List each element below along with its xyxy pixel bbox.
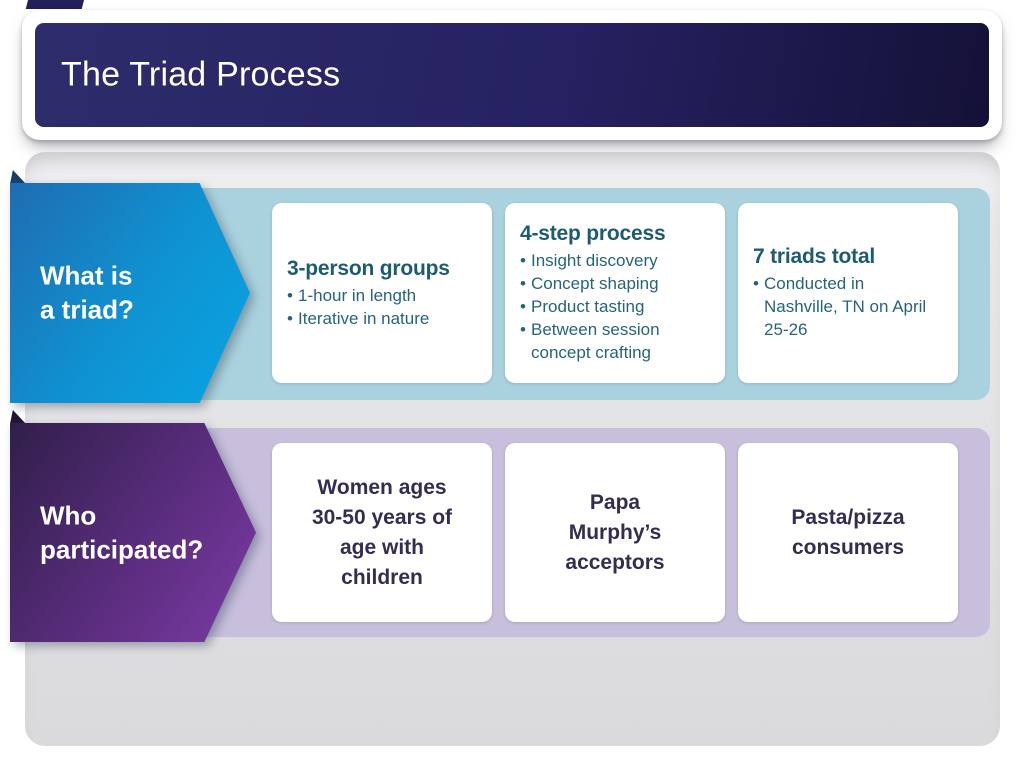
row2-arrow: Who participated? [10, 423, 256, 642]
card-text: Papa Murphy’s acceptors [565, 490, 665, 574]
bullet-item: Product tasting [520, 295, 715, 318]
card-text: Women ages 30-50 years of age with child… [311, 475, 453, 589]
row1-ribbon-fold [10, 170, 26, 184]
row1-arrow-shape: What is a triad? [10, 183, 250, 403]
card-7-triads-total: 7 triads total Conducted in Nashville, T… [738, 203, 958, 383]
card-heading: 3-person groups [287, 256, 450, 280]
slide-title: The Triad Process [61, 55, 341, 94]
slide-title-frame: The Triad Process [22, 10, 1002, 140]
row2-label: Who participated? [40, 500, 204, 565]
card-papa-murphys: Papa Murphy’s acceptors [505, 443, 725, 622]
row2-ribbon-fold [10, 410, 26, 424]
card-3-person-groups: 3-person groups 1-hour in length Iterati… [272, 203, 492, 383]
card-pasta-pizza: Pasta/pizza consumers [738, 443, 958, 622]
card-bullet-list: Conducted in Nashville, TN on April 25-2… [753, 272, 948, 341]
bullet-item: Concept shaping [520, 272, 715, 295]
card-bullet-list: Insight discovery Concept shaping Produc… [520, 249, 715, 364]
card-bullet-list: 1-hour in length Iterative in nature [287, 284, 482, 330]
card-4-step-process: 4-step process Insight discovery Concept… [505, 203, 725, 383]
slide-corner-tab [25, 0, 84, 9]
row1-arrow: What is a triad? [10, 183, 250, 403]
card-heading: 7 triads total [753, 245, 876, 268]
row2-arrow-shape: Who participated? [10, 423, 256, 642]
row1-label: What is a triad? [40, 260, 134, 325]
bullet-item: Iterative in nature [287, 307, 482, 330]
card-women-ages: Women ages 30-50 years of age with child… [272, 443, 492, 622]
slide-title-bar: The Triad Process [35, 23, 989, 127]
bullet-item: Between session concept crafting [520, 318, 715, 364]
card-text: Pasta/pizza consumers [791, 505, 905, 559]
bullet-item: 1-hour in length [287, 284, 482, 307]
bullet-item: Conducted in Nashville, TN on April 25-2… [753, 272, 948, 341]
card-heading: 4-step process [520, 222, 666, 245]
bullet-item: Insight discovery [520, 249, 715, 272]
